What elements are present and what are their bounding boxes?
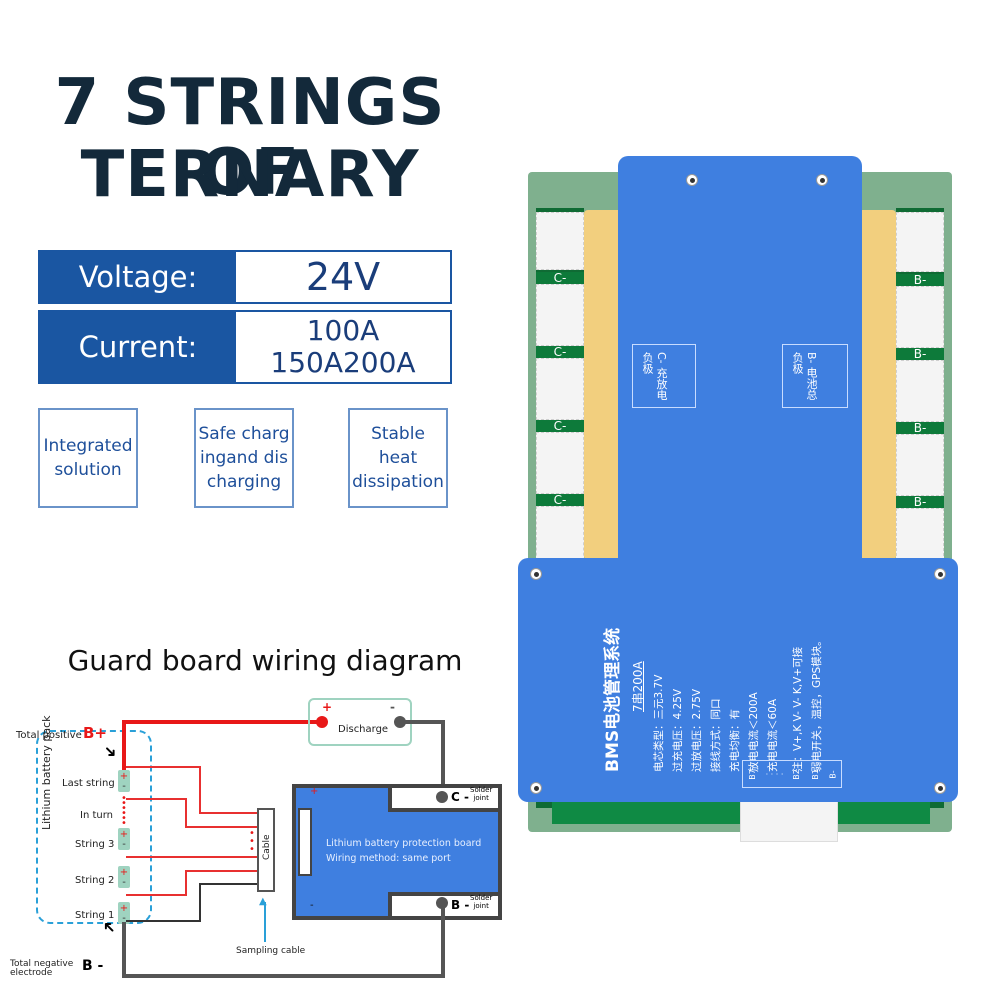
label-string-3: String 3	[75, 839, 115, 850]
wiring-diagram: Lithium battery pack Total positive B+ ➜…	[0, 680, 510, 1000]
bms-model: 7串200A	[631, 661, 645, 712]
cable-dots: •••	[249, 828, 255, 855]
total-positive-label: Total positive	[16, 730, 82, 741]
positive-wire-vertical	[122, 720, 126, 770]
b-minus-symbol: B -	[82, 958, 104, 974]
bms-spec-list: 电芯类型：三元3.7V 过充电压：4.25V 过放电压：2.75V 接线方式：同…	[653, 635, 823, 772]
neg-wire-top	[400, 720, 444, 724]
b-minus-label: B -	[451, 898, 470, 912]
bms-title: BMS电池管理系统	[603, 627, 623, 772]
bms-label: BMS电池管理系统 7串200A 电芯类型：三元3.7V 过充电压：4.25V …	[598, 542, 823, 772]
cell-string-1: +-	[118, 902, 130, 924]
b-minus-pad-label: B-	[896, 274, 944, 286]
current-label: Current:	[40, 312, 236, 382]
balance-connector	[740, 796, 838, 842]
bms-board-photo: C- C- C- C- B- B- B- B- C- 充放电负极 B- 电池总负…	[518, 156, 958, 842]
c-minus-joint	[388, 784, 502, 812]
voltage-value: 24V	[305, 255, 381, 299]
current-row: Current: 100A 150A200A	[38, 310, 452, 384]
cell-last-string: +-	[118, 770, 130, 792]
feature-safe-charging: Safe charg ingand dis charging	[194, 408, 294, 508]
board-connector	[298, 808, 312, 876]
b-minus-box	[782, 344, 848, 408]
diagram-title: Guard board wiring diagram	[67, 644, 463, 677]
b-plus-symbol: B+	[83, 724, 108, 742]
current-value-line-1: 100A	[306, 314, 380, 347]
sampling-cable-label: Sampling cable	[236, 946, 306, 956]
cell-string-2: +-	[118, 866, 130, 888]
discharge-minus: -	[390, 700, 395, 714]
c-minus-pad-label: C-	[536, 272, 584, 284]
voltage-row: Voltage: 24V	[38, 250, 452, 304]
thermal-pad-right	[856, 210, 896, 560]
discharge-label: Discharge	[338, 724, 389, 735]
feature-integrated-solution: Integrated solution	[38, 408, 138, 508]
title-line-2: TERNARY	[80, 138, 420, 212]
discharge-plus-terminal	[316, 716, 328, 728]
connector-pin-labels: B7 · · · · B2 B1 B-	[742, 760, 842, 788]
c-minus-box	[632, 344, 696, 408]
label-string-1: String 1	[75, 910, 115, 921]
label-in-turn: In turn	[80, 810, 113, 821]
voltage-label: Voltage:	[40, 252, 236, 302]
feature-heat-dissipation: Stable heat dissipation	[348, 408, 448, 508]
sampling-cable-connector	[257, 808, 275, 892]
positive-wire-horizontal	[122, 720, 322, 724]
thermal-pad-left	[584, 210, 624, 560]
current-value-line-2: 150A200A	[270, 346, 416, 379]
battery-pack-outline	[36, 730, 152, 924]
negative-wire-bottom	[122, 974, 445, 978]
discharge-plus: +	[322, 700, 333, 714]
board-description: Lithium battery protection board Wiring …	[326, 838, 482, 864]
sampling-arrow-icon	[264, 902, 266, 942]
current-value: 100A 150A200A	[236, 312, 450, 382]
heatsink-top	[618, 156, 862, 576]
c-minus-label: C -	[451, 790, 469, 804]
heatsink-bottom	[518, 558, 958, 802]
cell-string-3: +-	[118, 828, 130, 850]
label-string-2: String 2	[75, 875, 115, 886]
cable-label: Cable	[262, 834, 272, 860]
title-line-1: 7 STRINGS OF	[54, 66, 446, 210]
neg-wire-c	[441, 720, 445, 796]
in-turn-dots: ••••••	[121, 793, 127, 829]
label-last-string: Last string	[62, 778, 115, 789]
